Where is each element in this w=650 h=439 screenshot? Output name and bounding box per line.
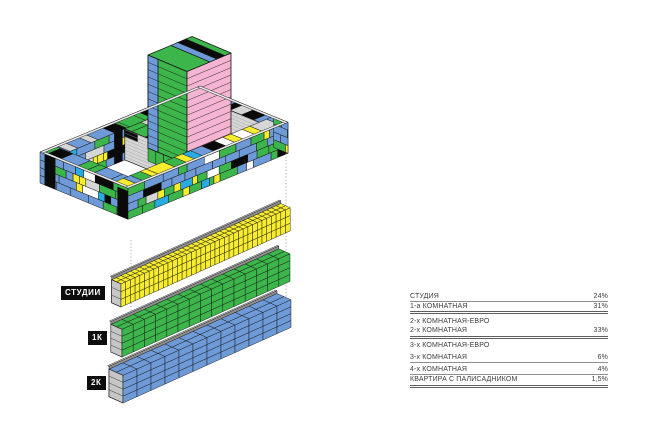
row-label: 2-х КОМНАТНАЯ xyxy=(410,327,468,335)
table-row: СТУДИЯ 24% xyxy=(410,290,608,303)
bar-two_k xyxy=(107,289,292,404)
row-label: 3-х КОМНАТНАЯ-ЕВРО xyxy=(410,342,490,350)
row-value: 6% xyxy=(597,353,608,361)
table-row: КВАРТИРА С ПАЛИСАДНИКОМ 1,5% xyxy=(410,375,608,388)
apartment-mix-table: СТУДИЯ 24% 1-а КОМНАТНАЯ 31% 2-х КОМНАТНАЯ-Е… xyxy=(410,290,608,388)
row-label: 1-а КОМНАТНАЯ xyxy=(410,302,468,310)
row-value: 24% xyxy=(593,292,608,300)
row-value: 1,5% xyxy=(591,376,608,383)
row-value: 4% xyxy=(597,365,608,373)
row-label: СТУДИЯ xyxy=(410,292,439,300)
label-1k: 1К xyxy=(88,331,107,345)
row-label: КВАРТИРА С ПАЛИСАДНИКОМ xyxy=(410,376,518,383)
table-row: 3-х КОМНАТНАЯ 6% xyxy=(410,351,608,364)
table-row: 3-х КОМНАТНАЯ-ЕВРО xyxy=(410,339,608,351)
label-studios: СТУДИИ xyxy=(61,286,105,300)
row-label: 4-х КОМНАТНАЯ xyxy=(410,365,468,373)
row-value: 31% xyxy=(593,302,608,310)
table-row: 2-х КОМНАТНАЯ 33% xyxy=(410,327,608,339)
row-value: 33% xyxy=(593,327,608,335)
row-label: 2-х КОМНАТНАЯ-ЕВРО xyxy=(410,318,490,326)
bar-one_k xyxy=(109,245,291,358)
table-row: 4-х КОМНАТНАЯ 4% xyxy=(410,363,608,376)
table-row: 2-х КОМНАТНАЯ-ЕВРО xyxy=(410,314,608,326)
front-walls xyxy=(39,85,289,220)
table-row: 1-а КОМНАТНАЯ 31% xyxy=(410,302,608,315)
label-2k: 2К xyxy=(87,376,106,390)
bar-studios xyxy=(109,199,291,308)
row-label: 3-х КОМНАТНАЯ xyxy=(410,353,468,361)
